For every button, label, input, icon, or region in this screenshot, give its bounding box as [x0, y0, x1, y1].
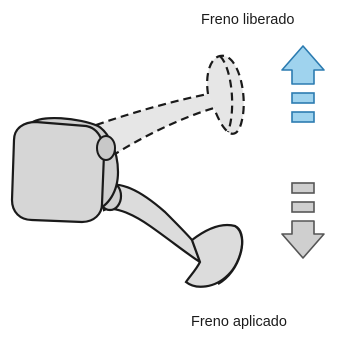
arrow-down-icon [281, 182, 325, 259]
lever-housing [10, 116, 120, 224]
brake-released-label: Freno liberado [201, 12, 295, 28]
applied-lever [97, 180, 244, 288]
released-lever-ghost [95, 54, 245, 157]
arrow-up-icon [281, 45, 325, 123]
brake-applied-label: Freno aplicado [191, 314, 287, 330]
